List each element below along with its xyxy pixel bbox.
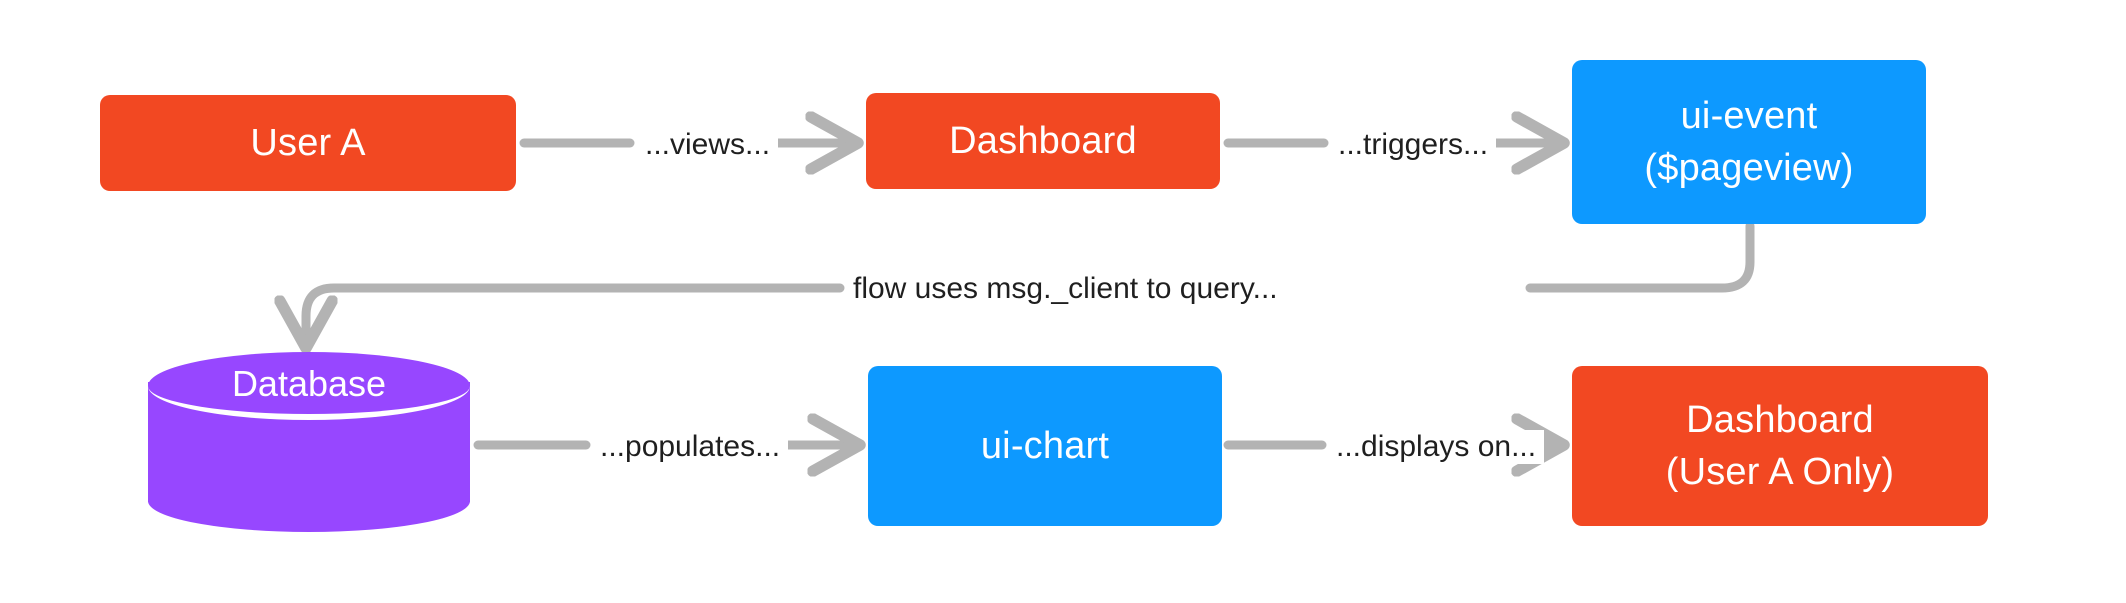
node-database[interactable]: Database [148,352,470,532]
node-dashboard-top-line1: Dashboard [949,120,1137,162]
cylinder-top-cap [148,352,470,420]
node-user-a[interactable]: User A [100,95,516,191]
node-ui-event-line1: ui-event [1680,95,1818,137]
node-ui-chart-line1: ui-chart [980,425,1110,467]
node-user-a-label: User A [100,124,516,162]
node-ui-event-line2: ($pageview) [1644,147,1854,189]
edge-label-flow-query: flow uses msg._client to query... [845,272,1286,306]
node-ui-chart[interactable]: ui-chart [868,366,1222,526]
node-user-a-line1: User A [250,122,366,164]
edge-label-triggers: ...triggers... [1330,128,1497,162]
node-dashboard-top-label: Dashboard [866,122,1220,160]
node-ui-event-label: ui-event ($pageview) [1572,97,1926,187]
node-ui-chart-label: ui-chart [868,427,1222,465]
node-dashboard-bottom-label: Dashboard (User A Only) [1572,401,1988,491]
edge-label-populates: ...populates... [592,430,789,464]
node-database-label: Database [231,363,387,404]
node-dashboard-bottom-line1: Dashboard [1686,399,1874,441]
node-dashboard-top[interactable]: Dashboard [866,93,1220,189]
node-dashboard-bottom[interactable]: Dashboard (User A Only) [1572,366,1988,526]
edge-label-displays: ...displays on... [1328,430,1545,464]
node-ui-event[interactable]: ui-event ($pageview) [1572,60,1926,224]
node-dashboard-bottom-line2: (User A Only) [1665,451,1895,493]
edge-label-views: ...views... [637,128,779,162]
